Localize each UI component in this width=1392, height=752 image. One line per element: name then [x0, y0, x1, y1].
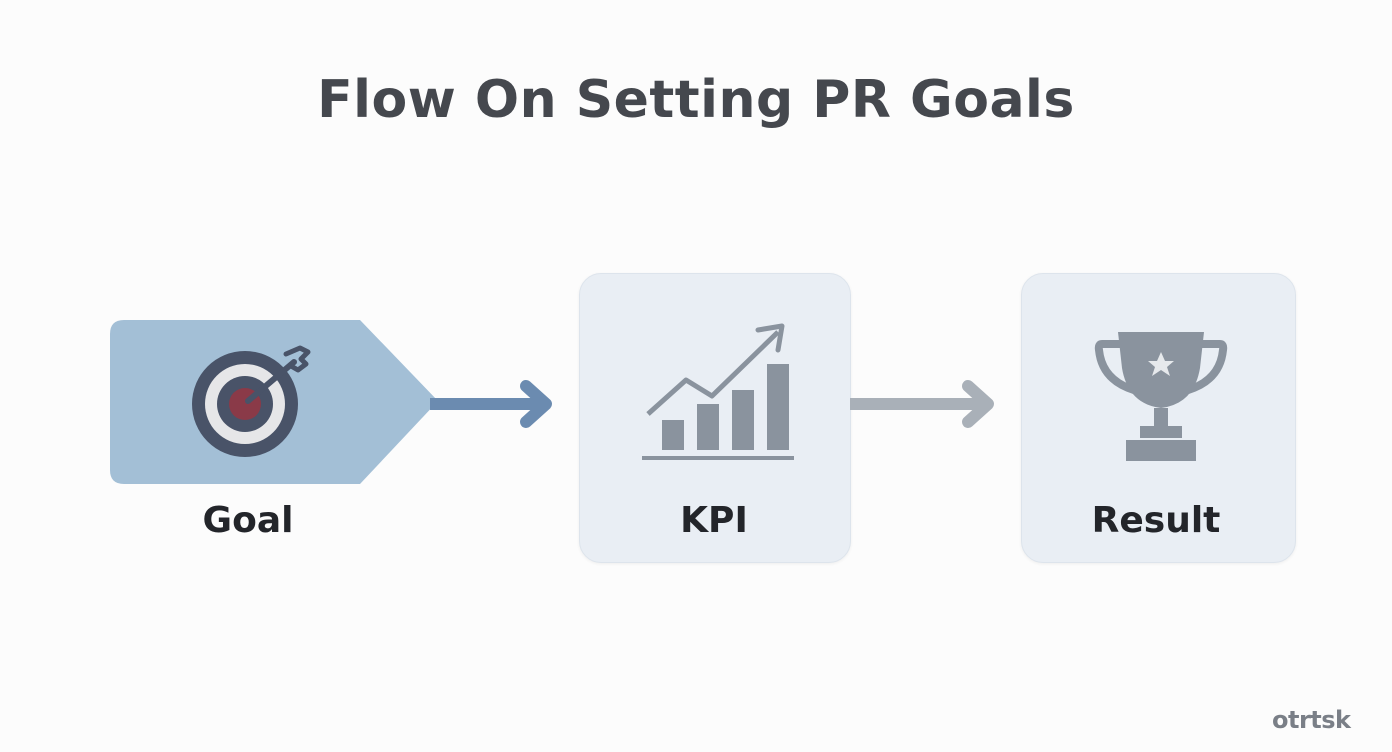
goal-label: Goal: [202, 500, 294, 541]
trophy-icon: [1094, 332, 1228, 461]
target-icon: [192, 345, 311, 457]
diagram-title: Flow On Setting PR Goals: [317, 70, 1075, 130]
bar-chart-trend-icon: [642, 323, 794, 460]
arrow-goal-to-kpi: [430, 380, 552, 428]
kpi-label: KPI: [680, 500, 748, 541]
goal-node: [110, 320, 438, 484]
result-label: Result: [1091, 500, 1221, 541]
arrow-kpi-to-result: [850, 380, 994, 428]
watermark-text: otrtsk: [1272, 706, 1351, 734]
